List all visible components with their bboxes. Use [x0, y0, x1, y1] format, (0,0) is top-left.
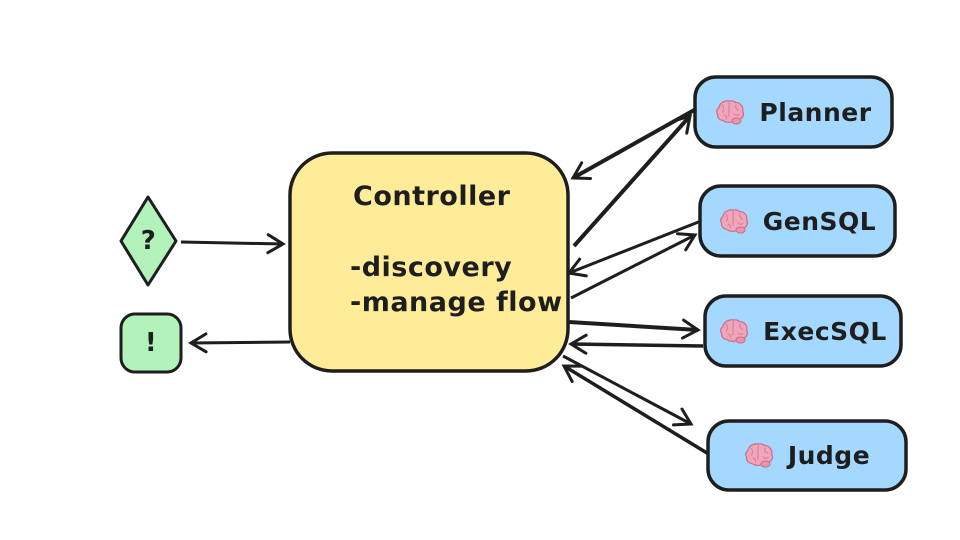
brain-icon — [716, 99, 745, 125]
arrow-gensql-to-controller — [566, 219, 702, 278]
agent-box-gensql: GenSQL — [700, 186, 895, 256]
agent-box-judge: Judge — [708, 421, 906, 490]
controller-bullet-manage-flow: -manage flow — [350, 287, 563, 318]
controller-bullets: -discovery -manage flow — [350, 250, 563, 320]
arrow-planner-to-controller — [570, 107, 697, 181]
arrow-controller-to-planner — [572, 113, 692, 248]
agent-label-gensql: GenSQL — [762, 206, 877, 236]
agent-label-execsql: ExecSQL — [763, 316, 887, 346]
output-node-shape — [119, 312, 183, 374]
arrow-controller-to-output — [188, 332, 291, 354]
agent-execsql-shape — [703, 294, 903, 368]
agent-label-planner: Planner — [759, 97, 872, 127]
arrow-controller-to-gensql — [570, 232, 698, 300]
arrow-judge-to-controller — [561, 364, 708, 455]
agent-judge-shape — [706, 419, 908, 492]
agent-box-execsql: ExecSQL — [705, 296, 901, 366]
arrow-input-to-controller — [180, 233, 286, 255]
controller-title: Controller — [353, 181, 511, 212]
arrow-controller-to-judge — [562, 354, 694, 427]
arrow-execsql-to-controller — [568, 333, 704, 355]
brain-icon — [719, 208, 748, 234]
brain-icon — [744, 443, 773, 468]
agent-box-planner: Planner — [695, 77, 892, 147]
agent-planner-shape — [693, 75, 894, 149]
input-node-shape — [119, 195, 178, 287]
output-node-label: ! — [144, 328, 158, 358]
brain-icon — [720, 318, 749, 344]
arrow-controller-to-execsql — [568, 318, 701, 340]
controller-bullet-discovery: -discovery — [350, 252, 513, 283]
agent-label-judge: Judge — [787, 441, 871, 470]
input-node-label: ? — [140, 226, 157, 256]
